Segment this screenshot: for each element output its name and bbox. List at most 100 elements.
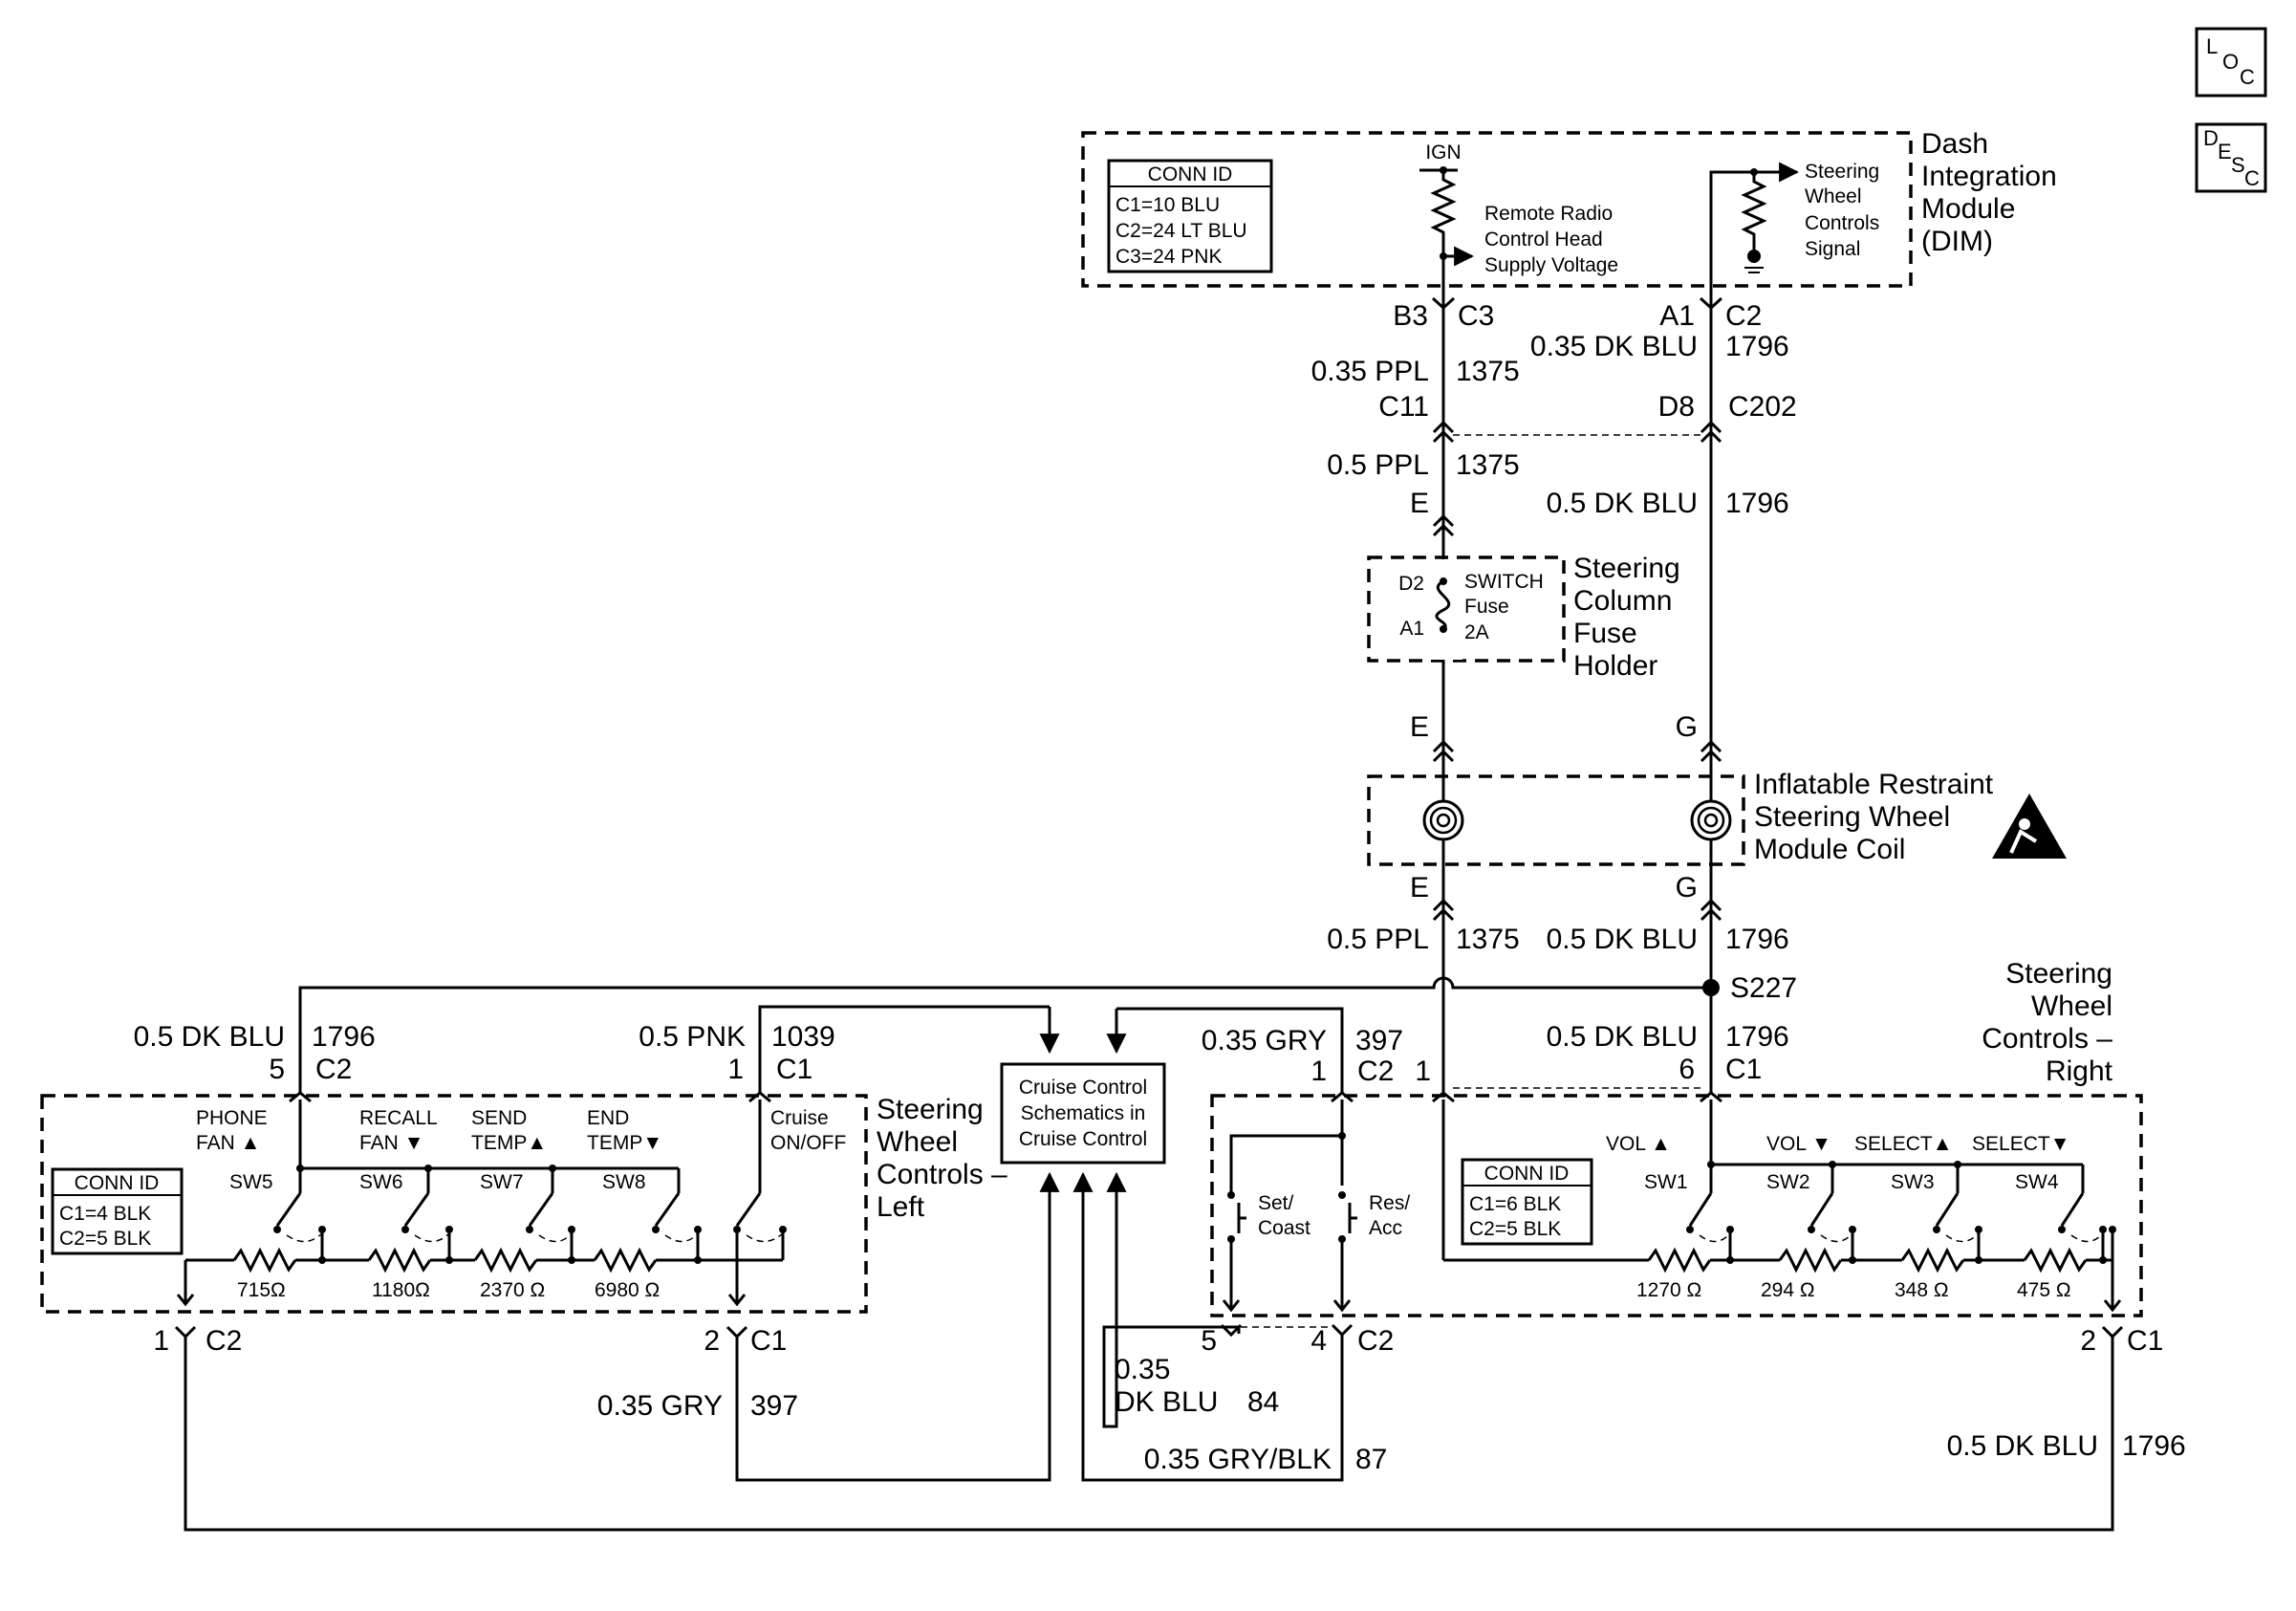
wire-gauge: 0.5 PPL bbox=[1327, 924, 1429, 955]
fuse-holder-title: Steering bbox=[1573, 553, 1680, 584]
switch-sw5[interactable] bbox=[273, 1168, 326, 1243]
circuit-number: 397 bbox=[750, 1390, 798, 1422]
pulldown-resistor bbox=[1741, 172, 1767, 256]
desc-letter-d: D bbox=[2203, 126, 2219, 150]
wire-gauge: 0.5 DK BLU bbox=[134, 1021, 285, 1053]
connector-label: C2 bbox=[1357, 1325, 1394, 1357]
switch-label: SEND bbox=[471, 1107, 527, 1129]
conn-id-left: CONN ID C1=4 BLK C2=5 BLK bbox=[51, 1167, 184, 1255]
wire-gauge: 0.35 GRY/BLK bbox=[1144, 1444, 1332, 1475]
loc-letter-l: L bbox=[2206, 34, 2218, 58]
pin-label: E bbox=[1410, 711, 1429, 743]
circuit-number: 1375 bbox=[1456, 449, 1520, 481]
switch-cruise-onoff[interactable] bbox=[733, 1099, 787, 1302]
desc-icon[interactable]: D E S C bbox=[2195, 122, 2267, 193]
switch-label: END bbox=[587, 1107, 629, 1129]
switch-id: SW6 bbox=[359, 1171, 403, 1193]
wire-1796-left bbox=[298, 976, 1711, 1093]
inline-connector bbox=[1432, 420, 1455, 444]
conn-id-header: CONN ID bbox=[1148, 163, 1233, 185]
circuit-number: 1039 bbox=[771, 1021, 835, 1053]
inline-connector bbox=[1432, 739, 1455, 763]
inline-connector bbox=[1432, 513, 1455, 537]
wire-gauge: 0.35 GRY bbox=[1202, 1025, 1327, 1056]
pin-label: 2 bbox=[2080, 1325, 2096, 1357]
swc-left-title: Steering bbox=[877, 1094, 984, 1125]
resistor-475 bbox=[2023, 1247, 2088, 1274]
resistor-value: 475 Ω bbox=[2017, 1279, 2071, 1301]
clockspring-icon bbox=[1703, 813, 1719, 828]
setcoast-label: Coast bbox=[1258, 1217, 1310, 1239]
swc-left-module: CONN ID C1=4 BLK C2=5 BLK PHONE FAN ▲ SW… bbox=[40, 1091, 1007, 1314]
dim-title: Module bbox=[1921, 193, 2015, 225]
fuse-holder-title: Fuse bbox=[1573, 618, 1637, 649]
wire-gauge: 0.5 DK BLU bbox=[1547, 924, 1698, 955]
connector-symbol bbox=[2101, 1325, 2124, 1339]
circuit-number: 1796 bbox=[1725, 488, 1789, 519]
pin-label: 1 bbox=[727, 1054, 744, 1085]
pin-label: A1 bbox=[1399, 618, 1424, 640]
switch-id: SW2 bbox=[1766, 1171, 1810, 1193]
conn-id-row: C2=24 LT BLU bbox=[1116, 220, 1247, 242]
wire-gauge: 0.35 DK BLU bbox=[1530, 331, 1698, 362]
switch-sw2[interactable] bbox=[1808, 1165, 1856, 1243]
fuse-label: SWITCH bbox=[1464, 571, 1544, 593]
resistor-value: 1180Ω bbox=[372, 1279, 430, 1301]
cruise-switch-label: ON/OFF bbox=[770, 1132, 846, 1154]
resistor-value: 348 Ω bbox=[1895, 1279, 1949, 1301]
cruise-box-text: Schematics in bbox=[1021, 1102, 1146, 1124]
wire-87 bbox=[1081, 1189, 1344, 1482]
connector-label: C2 bbox=[1357, 1056, 1394, 1087]
cruise-box-text: Cruise Control bbox=[1019, 1128, 1147, 1150]
ground-icon bbox=[1747, 250, 1761, 263]
signal-label: Steering bbox=[1805, 161, 1879, 183]
switch-sw8[interactable] bbox=[652, 1186, 702, 1243]
connector-symbol bbox=[1220, 1323, 1243, 1338]
connector-symbol bbox=[726, 1325, 748, 1339]
fuse-label: Fuse bbox=[1464, 596, 1509, 618]
resistor-6980 bbox=[593, 1247, 658, 1274]
pin-label: 5 bbox=[1201, 1325, 1217, 1357]
pin-label: B3 bbox=[1393, 300, 1428, 332]
circuit-number: 1796 bbox=[1725, 1021, 1789, 1053]
airbag-coil: Inflatable Restraint Steering Wheel Modu… bbox=[1367, 769, 2067, 866]
switch-label: PHONE bbox=[196, 1107, 268, 1129]
desc-letter-e: E bbox=[2218, 140, 2232, 163]
coil-title: Module Coil bbox=[1754, 834, 1905, 865]
resistor-1270 bbox=[1647, 1247, 1712, 1274]
connector-label: C3 bbox=[1458, 300, 1494, 332]
swc-left-title: Wheel bbox=[877, 1126, 958, 1158]
switch-sw1[interactable] bbox=[1686, 1165, 1734, 1243]
switch-sw4[interactable] bbox=[2058, 1165, 2107, 1243]
circuit-number: 84 bbox=[1247, 1386, 1279, 1418]
switch-sw7[interactable] bbox=[526, 1168, 575, 1243]
circuit-number: 1796 bbox=[312, 1021, 376, 1053]
dim-module: CONN ID C1=10 BLU C2=24 LT BLU C3=24 PNK… bbox=[1081, 128, 2057, 304]
resacc-label: Res/ bbox=[1369, 1192, 1410, 1214]
connector-label: C1 bbox=[1725, 1054, 1762, 1085]
wire-gauge: 0.5 DK BLU bbox=[1547, 1021, 1698, 1053]
resacc-label: Acc bbox=[1369, 1217, 1402, 1239]
loc-icon[interactable]: L O C bbox=[2195, 27, 2267, 98]
switch-sw3[interactable] bbox=[1933, 1165, 1982, 1243]
resistor-value: 2370 Ω bbox=[480, 1279, 545, 1301]
inline-connector bbox=[1700, 898, 1722, 922]
setcoast-label: Set/ bbox=[1258, 1192, 1294, 1214]
swc-right-title: Right bbox=[2046, 1056, 2113, 1087]
connector-label: C2 bbox=[1725, 300, 1762, 332]
switch-sw6[interactable] bbox=[401, 1168, 453, 1243]
inline-connector bbox=[1432, 898, 1455, 922]
connector-label: C2 bbox=[206, 1325, 242, 1357]
circuit-number: 397 bbox=[1355, 1025, 1403, 1056]
circuit-number: 1375 bbox=[1456, 356, 1520, 387]
coil-title: Steering Wheel bbox=[1754, 801, 1950, 833]
resistor-715 bbox=[232, 1247, 297, 1274]
conn-id-row: C2=5 BLK bbox=[59, 1228, 151, 1250]
swc-right-title: Wheel bbox=[2031, 991, 2112, 1022]
cruise-control-reference[interactable]: Cruise Control Schematics in Cruise Cont… bbox=[1000, 1062, 1166, 1165]
pin-label: 6 bbox=[1679, 1054, 1695, 1085]
wire-gauge: 0.5 DK BLU bbox=[1947, 1430, 2098, 1462]
signal-label: Signal bbox=[1805, 238, 1860, 260]
swc-right-module: Set/ Coast Res/ Acc CONN ID C1=6 BLK C2=… bbox=[1210, 1087, 2143, 1317]
wire-1796-return bbox=[184, 1337, 2114, 1532]
